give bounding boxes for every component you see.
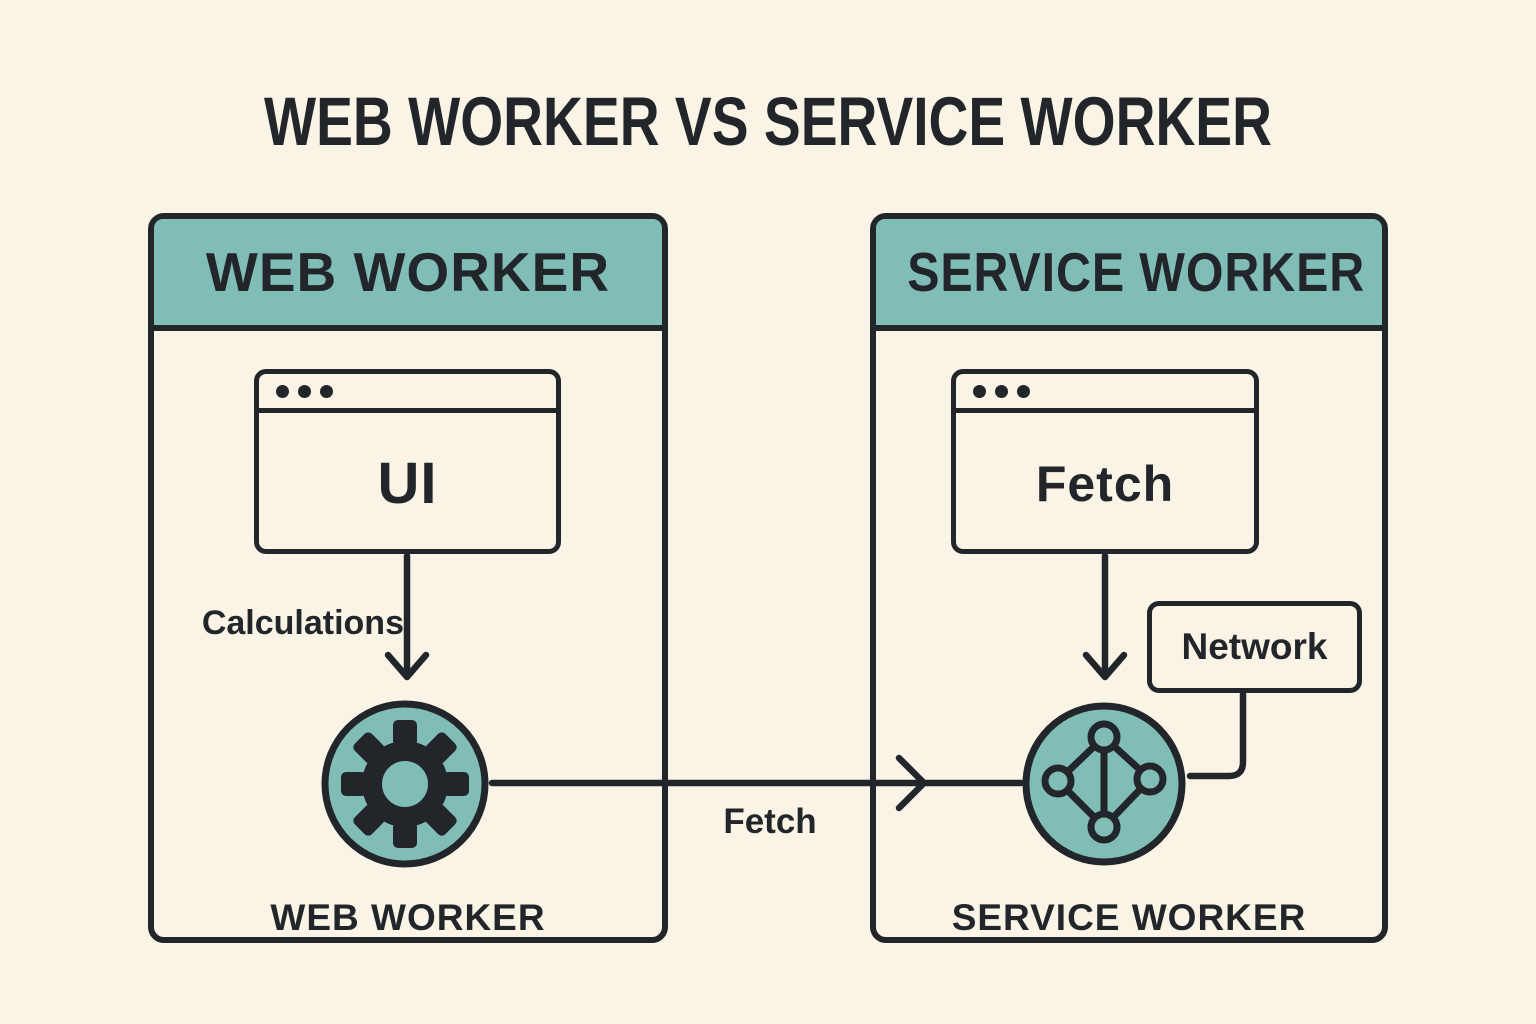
web-worker-node-label: WEB WORKER (270, 897, 546, 938)
service-worker-node-label: SERVICE WORKER (951, 897, 1307, 938)
web-worker-panel-header: WEB WORKER (154, 219, 662, 331)
gear-icon (318, 697, 492, 871)
ui-browser-window: UI (254, 369, 561, 554)
service-worker-panel: SERVICE WORKER Fetch Network SERVICE WOR… (870, 213, 1388, 943)
network-nodes-icon (1019, 699, 1189, 869)
fetch-flow-label: Fetch (723, 802, 817, 841)
network-box-label: Network (1181, 626, 1328, 667)
web-worker-panel-header-label: WEB WORKER (205, 241, 611, 303)
window-dot (1017, 384, 1030, 398)
window-dot (276, 384, 289, 398)
service-worker-node (1019, 699, 1189, 869)
ui-window-body: UI (259, 418, 556, 549)
window-dots-icon (956, 374, 1254, 413)
fetch-window-body: Fetch (956, 418, 1254, 549)
page-title: WEB WORKER VS SERVICE WORKER (0, 84, 1536, 160)
fetch-browser-window: Fetch (951, 369, 1259, 554)
window-dot (320, 384, 333, 398)
page-title-text: WEB WORKER VS SERVICE WORKER (264, 83, 1272, 160)
network-box: Network (1147, 601, 1362, 693)
web-worker-panel: WEB WORKER UI Calculations WEB WORKER (148, 213, 668, 943)
service-worker-panel-header-label: SERVICE WORKER (907, 241, 1366, 303)
calculations-label: Calculations (201, 604, 404, 642)
service-worker-panel-header: SERVICE WORKER (876, 219, 1382, 331)
fetch-window-label: Fetch (1035, 455, 1175, 512)
window-dots-icon (259, 374, 556, 413)
web-worker-node (318, 697, 492, 871)
window-dot (298, 384, 311, 398)
ui-window-label: UI (377, 451, 438, 516)
window-dot (973, 384, 986, 398)
window-dot (995, 384, 1008, 398)
